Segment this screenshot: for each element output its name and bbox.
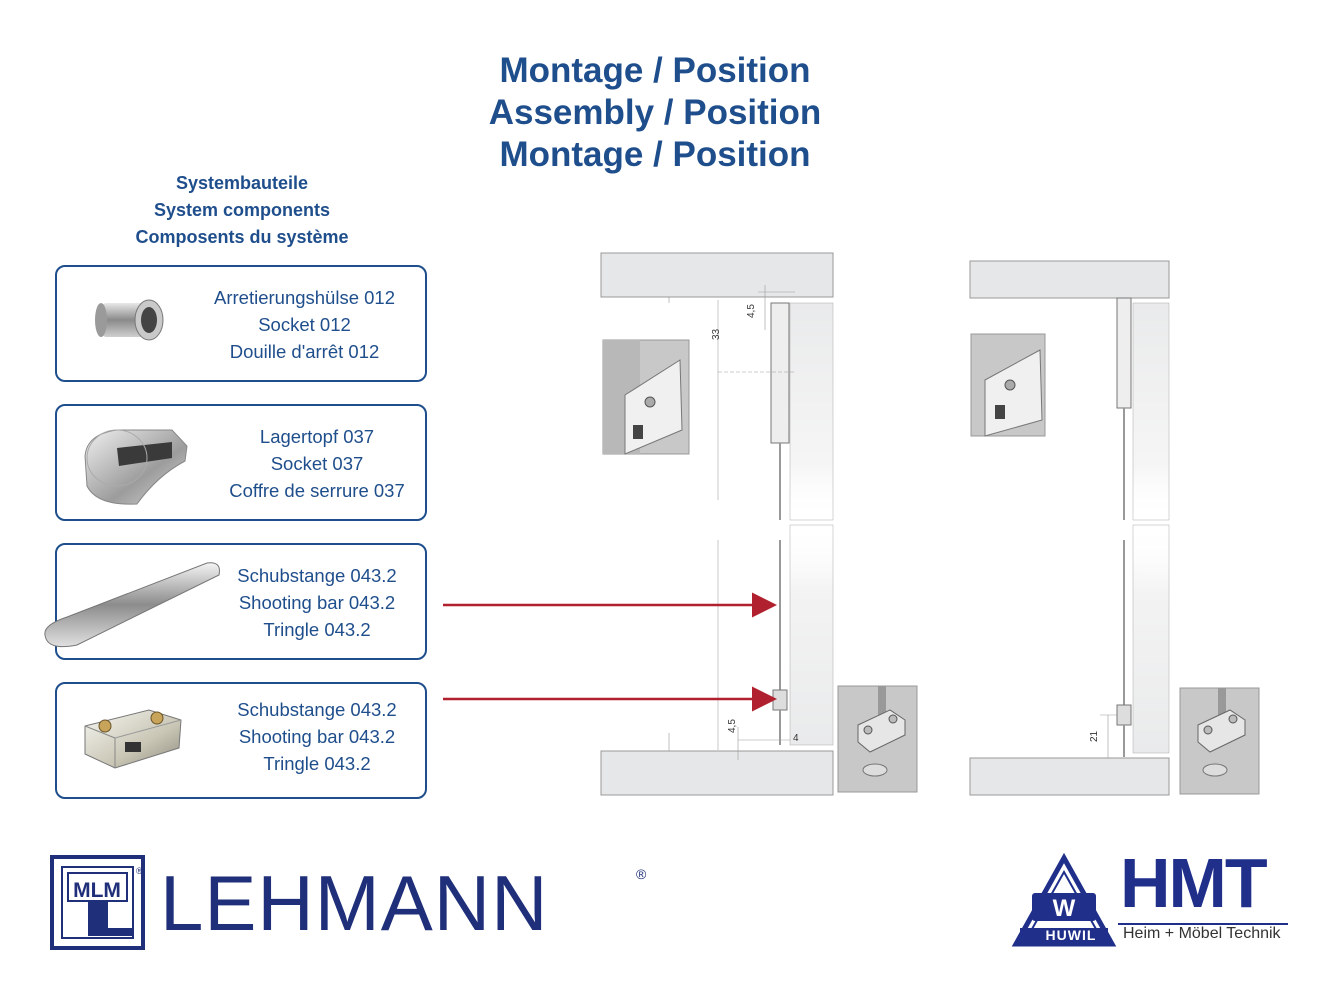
huwil-logo: W — [1011, 852, 1117, 947]
title-line-de: Montage / Position — [499, 51, 811, 90]
dimension-label: 4,5 — [746, 304, 757, 318]
door-right-top — [1132, 302, 1170, 521]
component-label-en: Shooting bar 043.2 — [238, 592, 396, 613]
socket-housing — [770, 302, 790, 444]
components-heading-en: System components — [153, 200, 331, 220]
bar-guide-icon — [84, 709, 182, 769]
component-label-de: Lagertopf 037 — [259, 426, 375, 447]
components-heading: Systembauteile System components Compose… — [90, 170, 394, 251]
page-title: Montage / Position Assembly / Position M… — [455, 50, 855, 176]
component-card-shooting-bar-2: Schubstange 043.2 Shooting bar 043.2 Tri… — [55, 682, 427, 799]
lehmann-logo-mark: MLM ® — [50, 855, 145, 950]
socket-sleeve-icon — [95, 299, 164, 341]
component-label-en: Shooting bar 043.2 — [238, 726, 396, 747]
component-label-de: Schubstange 043.2 — [237, 699, 397, 720]
bar-guide-right — [1116, 704, 1132, 726]
component-label-fr: Tringle 043.2 — [263, 619, 371, 640]
bar-guide — [772, 689, 788, 711]
component-label-de: Schubstange 043.2 — [237, 565, 397, 586]
top-frame-left — [600, 252, 834, 298]
bearing-pot-icon — [84, 429, 188, 505]
component-card-shooting-bar-1: Schubstange 043.2 Shooting bar 043.2 Tri… — [44, 543, 427, 660]
component-label-fr: Tringle 043.2 — [263, 753, 371, 774]
registered-mark: ® — [136, 866, 143, 876]
dimension-label: 4 — [793, 733, 799, 744]
hmt-tagline: Heim + Möbel Technik — [1123, 925, 1281, 942]
lehmann-wordmark: LEHMANN — [160, 859, 549, 947]
door-left-bottom — [789, 524, 834, 746]
socket-housing-right — [1116, 297, 1132, 409]
dimension-label: 4,5 — [727, 719, 738, 733]
component-label-en: Socket 012 — [258, 314, 351, 335]
huwil-mark-text: W — [1053, 895, 1076, 922]
bottom-frame-left — [600, 750, 834, 796]
components-heading-fr: Composents du système — [135, 227, 349, 247]
lehmann-mark-text: MLM — [73, 879, 121, 902]
right-assembly: 21 — [969, 260, 1260, 796]
component-card-socket-012: Arretierungshülse 012 Socket 012 Douille… — [55, 265, 427, 382]
door-left-top — [789, 302, 834, 521]
left-assembly: 4,5 33 4,5 4 — [600, 252, 918, 796]
component-label-fr: Coffre de serrure 037 — [229, 480, 405, 501]
component-card-socket-037: Lagertopf 037 Socket 037 Coffre de serru… — [55, 404, 427, 521]
dimension-label: 33 — [711, 328, 722, 340]
title-line-fr: Montage / Position — [499, 135, 811, 174]
hmt-wordmark: HMT — [1120, 844, 1268, 922]
component-label-fr: Douille d'arrêt 012 — [229, 341, 380, 362]
shooting-bar-icon — [44, 562, 220, 648]
component-label-de: Arretierungshülse 012 — [214, 287, 395, 308]
bottom-frame-right — [969, 757, 1170, 796]
component-label-en: Socket 037 — [270, 453, 364, 474]
door-right-bottom — [1132, 524, 1170, 754]
registered-mark: ® — [636, 866, 647, 882]
dimension-label: 21 — [1089, 730, 1100, 742]
title-line-en: Assembly / Position — [488, 93, 822, 132]
huwil-wordmark: HUWIL — [1045, 927, 1097, 943]
components-heading-de: Systembauteile — [175, 173, 309, 193]
top-frame-right — [969, 260, 1170, 299]
